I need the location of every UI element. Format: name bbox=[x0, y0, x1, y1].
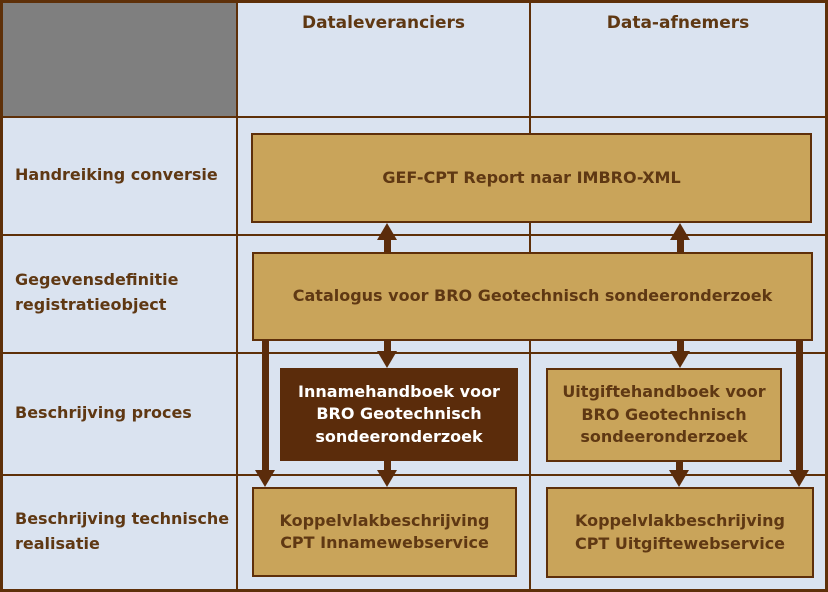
arrow-down-uitgiftehandboek-to-koppelvlak-icon bbox=[669, 462, 689, 487]
box-gef-cpt-report-naar-imbro-xml: GEF-CPT Report naar IMBRO-XML bbox=[251, 133, 812, 223]
arrow-down-catalogus-to-uitgiftehandboek-icon bbox=[670, 340, 690, 368]
grid-row-divider-1 bbox=[3, 116, 825, 118]
row-label-handreiking-conversie: Handreiking conversie bbox=[15, 164, 218, 184]
column-header-data-afnemers: Data-afnemers bbox=[606, 13, 750, 33]
row-label-beschrijving-technische-realisatie: Beschrijving technische realisatie bbox=[15, 508, 230, 553]
grid-row-divider-3 bbox=[3, 352, 825, 354]
grid-column-divider-left bbox=[236, 3, 238, 589]
arrow-down-catalogus-to-innamehandboek-icon bbox=[377, 340, 397, 368]
arrow-down-innamehandboek-to-koppelvlak-icon bbox=[377, 461, 397, 487]
box-innamehandboek: Innamehandboek voor BRO Geotechnisch son… bbox=[280, 368, 518, 461]
corner-cell bbox=[3, 3, 236, 116]
arrow-down-catalogus-to-koppelvlak-uitgifte-icon bbox=[789, 340, 809, 487]
box-koppelvlakbeschrijving-cpt-uitgiftewebservice: Koppelvlakbeschrijving CPT Uitgiftewebse… bbox=[546, 487, 814, 578]
row-label-gegevensdefinitie-registratieobject: Gegevensdefinitie registratieobject bbox=[15, 270, 179, 314]
box-catalogus-bro-geotechnisch-sondeeronderzoek: Catalogus voor BRO Geotechnisch sondeero… bbox=[252, 252, 813, 341]
grid-row-divider-2 bbox=[3, 234, 825, 236]
arrow-up-catalogus-to-gefcpt-left-icon bbox=[377, 223, 397, 252]
box-koppelvlakbeschrijving-cpt-innamewebservice: Koppelvlakbeschrijving CPT Innamewebserv… bbox=[252, 487, 517, 577]
column-header-dataleveranciers: Dataleveranciers bbox=[301, 13, 466, 33]
arrow-down-catalogus-to-koppelvlak-inname-icon bbox=[255, 340, 275, 487]
arrow-up-catalogus-to-gefcpt-right-icon bbox=[670, 223, 690, 252]
grid-row-divider-4 bbox=[3, 474, 825, 476]
box-uitgiftehandboek: Uitgiftehandboek voor BRO Geotechnisch s… bbox=[546, 368, 782, 462]
row-label-beschrijving-proces: Beschrijving proces bbox=[15, 402, 192, 422]
